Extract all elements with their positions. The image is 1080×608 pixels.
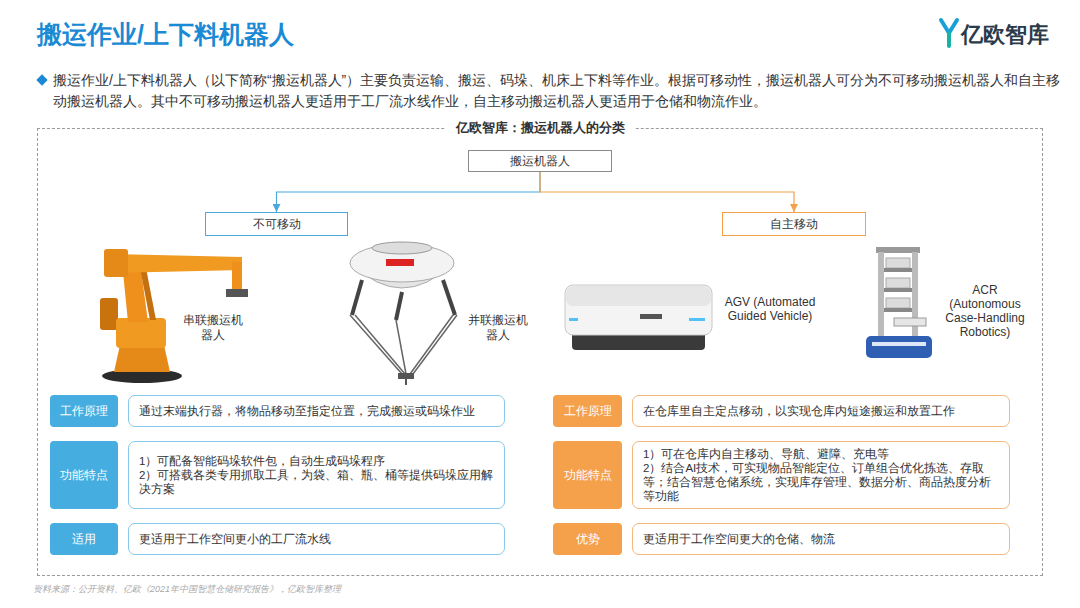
logo-icon [941, 20, 957, 46]
row-label: 优势 [576, 532, 600, 547]
acr-fork [894, 318, 926, 326]
agv-illustration [565, 285, 712, 350]
acr-shelf [884, 308, 912, 312]
robot-motor [104, 249, 128, 277]
category-label: 不可移动 [253, 216, 301, 232]
description-text: 2）可搭载各类专用抓取工具，为袋、箱、瓶、桶等提供码垛应用解决方案 [139, 468, 494, 496]
row-label: 工作原理 [60, 404, 108, 419]
acr-tote [886, 298, 910, 308]
robot-arm [352, 280, 362, 315]
logo-text: 亿欧智库 [961, 21, 1071, 49]
category-label: 搬运机器人 [510, 153, 570, 169]
branch-connector [540, 172, 794, 212]
description-box: 通过末端执行器，将物品移动至指定位置，完成搬运或码垛作业 [128, 395, 505, 427]
image-caption: ACR (Autonomous Case-Handling Robotics) [937, 283, 1033, 339]
row-label-box: 工作原理 [553, 395, 622, 427]
robot-badge [386, 259, 414, 266]
agv-body [565, 285, 712, 335]
row-label-box: 功能特点 [553, 441, 622, 509]
agv-top [566, 286, 711, 306]
acr-base [866, 336, 932, 358]
image-caption: 并联搬运机器人 [466, 313, 530, 343]
robot-counterweight [100, 298, 118, 330]
description-box: 在仓库里自主定点移动，以实现仓库内短途搬运和放置工作 [632, 395, 1010, 427]
robot-rod [413, 315, 457, 374]
robot-arm [443, 280, 455, 315]
robot-link [140, 268, 156, 320]
robot-tool [405, 379, 407, 385]
description-box: 1）可在仓库内自主移动、导航、避障、充电等2）结合AI技术，可实现物品智能定位、… [632, 441, 1010, 509]
intro-text: 搬运作业/上下料机器人（以下简称“搬运机器人”）主要负责运输、搬运、码垛、机床上… [53, 70, 1063, 112]
robot-cap [372, 242, 432, 254]
description-box: 更适用于工作空间更小的工厂流水线 [128, 523, 505, 555]
logo-stroke [947, 33, 951, 46]
serial-robot-illustration [100, 249, 248, 383]
agv-light [689, 318, 705, 321]
row-label-box: 适用 [50, 523, 118, 555]
classification-panel: 亿欧智库：搬运机器人的分类搬运机器人不可移动自主移动工作原理通过末端执行器，将物… [37, 128, 1043, 576]
robot-rod [410, 315, 453, 374]
description-box: 1）可配备智能码垛软件包，自动生成码垛程序2）可搭载各类专用抓取工具，为袋、箱、… [128, 441, 505, 509]
branch-connector [277, 172, 541, 212]
robot-wrist [232, 262, 242, 290]
acr-tote [886, 258, 910, 268]
description-box: 更适用于工作空间更大的仓储、物流 [632, 523, 1010, 555]
acr-tote [886, 278, 910, 288]
robot-rod [396, 320, 406, 374]
description-text: 2）结合AI技术，可实现物品智能定位、订单组合优化拣选、存取等；结合智慧仓储系统… [643, 461, 999, 503]
row-label: 功能特点 [564, 468, 612, 483]
description-text: 更适用于工作空间更大的仓储、物流 [643, 532, 999, 546]
description-text: 通过末端执行器，将物品移动至指定位置，完成搬运或码垛作业 [139, 404, 494, 418]
description-text: 1）可在仓库内自主移动、导航、避障、充电等 [643, 447, 999, 461]
row-label-box: 优势 [553, 523, 622, 555]
robot-effector [398, 373, 414, 379]
acr-post [878, 252, 884, 338]
category-label: 自主移动 [770, 216, 818, 232]
agv-plate [640, 314, 662, 319]
image-caption: 串联搬运机器人 [182, 313, 244, 343]
agv-light [569, 318, 578, 321]
category-box: 不可移动 [205, 212, 348, 236]
robot-rod [355, 315, 405, 374]
page-title: 搬运作业/上下料机器人 [37, 18, 294, 50]
category-box: 搬运机器人 [468, 150, 612, 172]
acr-shelf [884, 288, 912, 292]
category-box: 自主移动 [722, 212, 866, 236]
panel-heading: 亿欧智库：搬运机器人的分类 [446, 119, 635, 137]
robot-upper-arm [112, 254, 242, 273]
robot-rod [350, 315, 402, 374]
acr-stripe [872, 342, 926, 346]
row-label: 工作原理 [564, 404, 612, 419]
robot-turret [116, 318, 166, 348]
bullet-diamond [36, 74, 47, 85]
row-label: 适用 [72, 532, 96, 547]
robot-arm [396, 292, 402, 320]
row-label-box: 工作原理 [50, 395, 118, 427]
row-label: 功能特点 [60, 468, 108, 483]
description-text: 1）可配备智能码垛软件包，自动生成码垛程序 [139, 454, 494, 468]
description-text: 更适用于工作空间更小的工厂流水线 [139, 532, 494, 546]
image-caption: AGV (Automated Guided Vehicle) [716, 295, 824, 323]
source-note: 资料来源：公开资料、亿欧《2021年中国智慧仓储研究报告》，亿欧智库整理 [33, 583, 733, 595]
description-text: 在仓库里自主定点移动，以实现仓库内短途搬运和放置工作 [643, 404, 999, 418]
acr-illustration [866, 247, 932, 358]
robot-pedestal [114, 345, 170, 372]
robot-flange [226, 289, 248, 297]
acr-shelf [884, 268, 912, 272]
parallel-robot-illustration [350, 242, 457, 385]
row-label-box: 功能特点 [50, 441, 118, 509]
